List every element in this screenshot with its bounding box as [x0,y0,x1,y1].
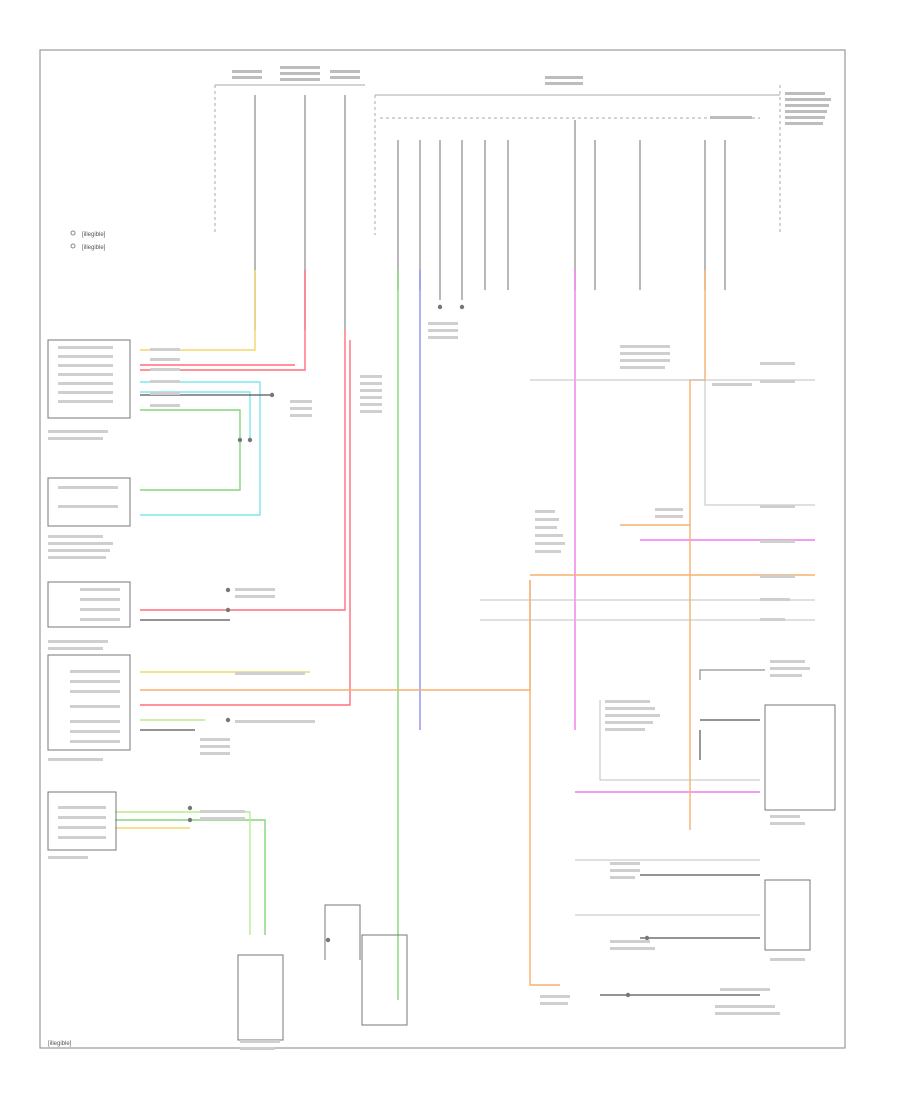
wire-green [115,270,399,1000]
wire-orange [140,270,815,986]
wire-violet [574,270,815,793]
wire-black [140,394,760,996]
top-connector-bus [214,84,781,235]
component-left-1 [47,339,131,419]
component-left-3 [47,581,131,628]
legend-marker-1 [70,230,76,236]
legend: [illegible] [illegible] [70,230,106,251]
component-bottom-1 [237,954,284,1041]
component-right-1 [764,704,836,811]
component-right-2 [764,879,811,951]
wire-yellow [115,270,310,829]
wire-cyan [140,381,261,516]
connector-pins [187,304,650,998]
component-left-5 [47,791,117,851]
component-left-2 [47,477,131,527]
legend-marker-2 [70,243,76,249]
component-bottom-2 [361,934,408,1026]
diagram-frame [39,49,846,1049]
component-boxes [47,339,836,1041]
legend-label-1: [illegible] [82,232,106,238]
footer-code: [illegible] [48,1041,72,1047]
header-labels [232,66,831,125]
diagram-labels [48,322,810,1050]
wire-lightgreen [115,719,251,935]
wire-red [140,270,351,706]
component-left-4 [47,654,131,751]
top-connector-stubs [254,95,726,330]
legend-label-2: [illegible] [82,245,106,251]
